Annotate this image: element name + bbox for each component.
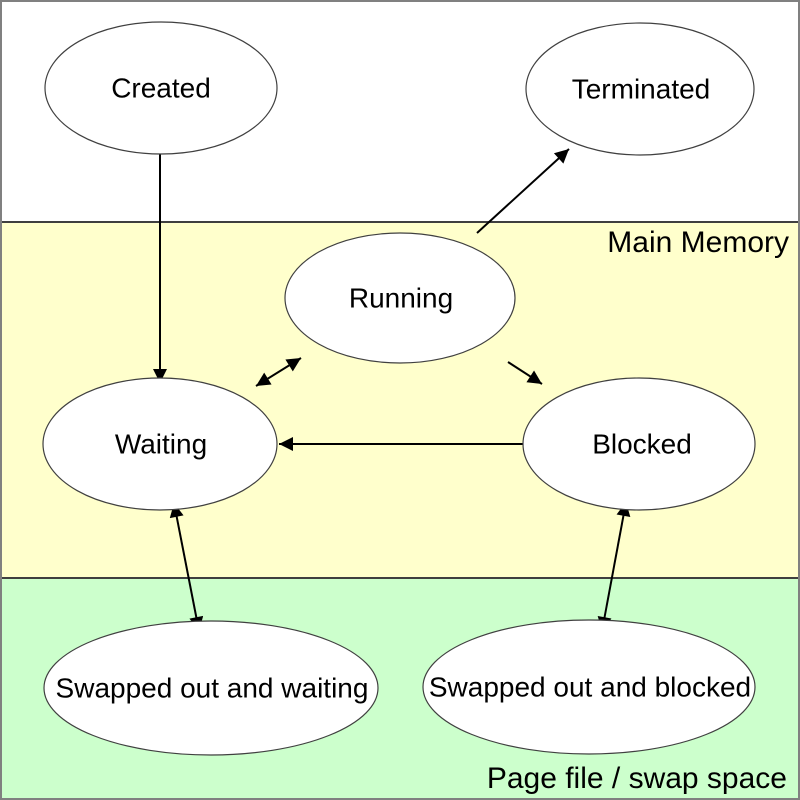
node-terminated-label: Terminated [572,74,711,105]
node-terminated: Terminated [525,22,755,156]
node-waiting: Waiting [42,377,278,511]
node-running-label: Running [349,283,453,314]
node-swapped-out-and-waiting: Swapped out and waiting [43,620,379,756]
node-swapped-waiting-label: Swapped out and waiting [56,673,369,704]
node-created-label: Created [111,73,211,104]
node-running-ellipse [284,232,516,364]
node-terminated-ellipse [525,22,755,156]
node-waiting-ellipse [42,377,278,511]
swap-space-label: Page file / swap space [487,762,787,795]
node-created-ellipse [44,21,278,155]
node-created: Created [44,21,278,155]
node-swapped-waiting-ellipse [43,620,379,756]
main-memory-label: Main Memory [607,226,789,259]
edge-running-to-terminated [476,148,570,234]
node-swapped-out-and-blocked: Swapped out and blocked [422,619,756,755]
node-swapped-blocked-label: Swapped out and blocked [429,672,751,703]
node-swapped-blocked-ellipse [422,619,756,755]
node-blocked-label: Blocked [592,429,692,460]
edge-running-to-blocked [507,361,543,385]
edge-blocked-swapped-double [597,501,631,632]
node-running: Running [284,232,516,364]
edge-running-waiting-double [255,357,302,387]
node-waiting-label: Waiting [115,429,207,460]
node-blocked: Blocked [522,377,756,511]
node-blocked-ellipse [522,377,756,511]
edge-waiting-swapped-double [169,502,204,632]
